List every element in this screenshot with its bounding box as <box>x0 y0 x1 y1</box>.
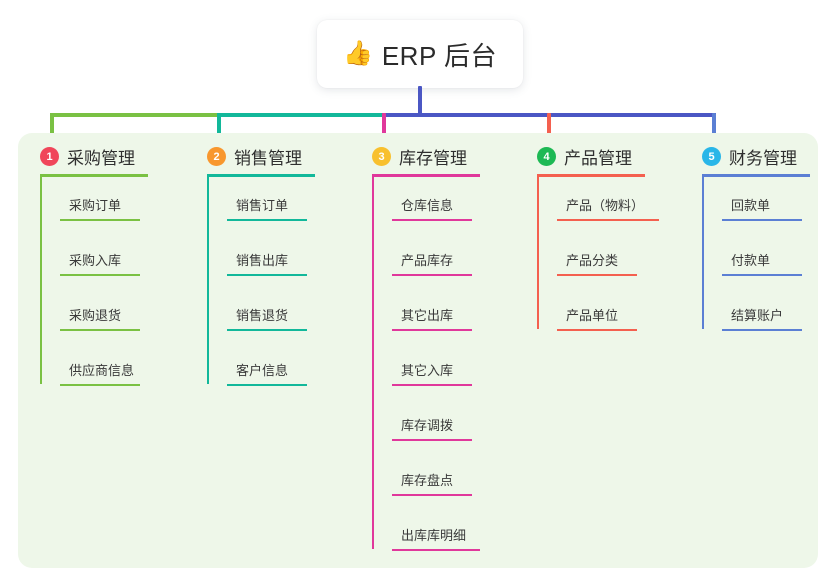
leaf-node-rule <box>392 384 472 386</box>
branch-spine <box>372 177 374 549</box>
root-node[interactable]: 👍 ERP 后台 <box>317 20 523 88</box>
leaf-node-rule <box>60 329 140 331</box>
leaf-node-rule <box>722 329 802 331</box>
leaf-node[interactable]: 产品（物料） <box>557 195 659 221</box>
leaf-node[interactable]: 采购入库 <box>60 250 140 276</box>
leaf-node-rule <box>60 274 140 276</box>
leaf-node-rule <box>722 274 802 276</box>
branch-header-rule <box>537 174 645 177</box>
branches-panel: 1 采购管理采购订单采购入库采购退货供应商信息 2 销售管理销售订单销售出库销售退货客… <box>18 133 818 568</box>
leaf-node[interactable]: 产品单位 <box>557 305 637 331</box>
leaf-node[interactable]: 销售退货 <box>227 305 307 331</box>
branch-header-5[interactable]: 5 财务管理 <box>702 144 797 169</box>
leaf-node[interactable]: 产品分类 <box>557 250 637 276</box>
leaf-node[interactable]: 供应商信息 <box>60 360 140 386</box>
leaf-node-label: 仓库信息 <box>401 198 454 213</box>
branch-title: 采购管理 <box>67 149 135 168</box>
branch-header-3[interactable]: 3 库存管理 <box>372 144 467 169</box>
branch-number-badge: 4 <box>537 147 556 166</box>
leaf-node[interactable]: 付款单 <box>722 250 802 276</box>
leaf-node-rule <box>227 219 307 221</box>
branch-header-rule <box>372 174 480 177</box>
branch-header-rule <box>40 174 148 177</box>
leaf-node-label: 产品（物料） <box>566 198 645 213</box>
leaf-node-rule <box>392 549 480 551</box>
leaf-node-rule <box>392 494 472 496</box>
branch-number-badge: 3 <box>372 147 391 166</box>
leaf-node-label: 产品库存 <box>401 253 454 268</box>
leaf-node-rule <box>227 384 307 386</box>
branch-header-4[interactable]: 4 产品管理 <box>537 144 632 169</box>
leaf-node[interactable]: 客户信息 <box>227 360 307 386</box>
leaf-node-rule <box>392 329 472 331</box>
branch-title: 产品管理 <box>564 149 632 168</box>
leaf-node-rule <box>557 329 637 331</box>
leaf-node[interactable]: 其它出库 <box>392 305 472 331</box>
leaf-node-rule <box>60 384 140 386</box>
leaf-node[interactable]: 出库库明细 <box>392 525 480 551</box>
leaf-node-label: 销售出库 <box>236 253 289 268</box>
leaf-node-label: 采购退货 <box>69 308 122 323</box>
branch-header-rule <box>702 174 810 177</box>
leaf-node-label: 销售退货 <box>236 308 289 323</box>
leaf-node-rule <box>392 219 472 221</box>
leaf-node-label: 供应商信息 <box>69 363 135 378</box>
leaf-node-rule <box>722 219 802 221</box>
leaf-node[interactable]: 产品库存 <box>392 250 472 276</box>
connector-segment-green <box>50 113 219 117</box>
branch-header-2[interactable]: 2 销售管理 <box>207 144 302 169</box>
leaf-node-label: 产品分类 <box>566 253 619 268</box>
leaf-node[interactable]: 库存调拨 <box>392 415 472 441</box>
leaf-node[interactable]: 销售订单 <box>227 195 307 221</box>
leaf-node-rule <box>557 219 659 221</box>
branch-spine <box>537 177 539 329</box>
leaf-node-label: 采购订单 <box>69 198 122 213</box>
branch-spine <box>702 177 704 329</box>
leaf-node[interactable]: 其它入库 <box>392 360 472 386</box>
branch-header-1[interactable]: 1 采购管理 <box>40 144 135 169</box>
leaf-node-label: 产品单位 <box>566 308 619 323</box>
leaf-node-rule <box>227 274 307 276</box>
leaf-node-label: 库存盘点 <box>401 473 454 488</box>
leaf-node[interactable]: 仓库信息 <box>392 195 472 221</box>
leaf-node-label: 结算账户 <box>731 308 784 323</box>
leaf-node-label: 其它出库 <box>401 308 454 323</box>
connector-segment-teal <box>217 113 384 117</box>
leaf-node-label: 销售订单 <box>236 198 289 213</box>
branch-number-badge: 1 <box>40 147 59 166</box>
leaf-node-rule <box>60 219 140 221</box>
root-node-title: ERP 后台 <box>381 40 498 71</box>
branch-header-rule <box>207 174 315 177</box>
leaf-node-rule <box>392 274 472 276</box>
leaf-node[interactable]: 采购退货 <box>60 305 140 331</box>
branch-spine <box>40 177 42 384</box>
leaf-node[interactable]: 采购订单 <box>60 195 140 221</box>
branch-title: 库存管理 <box>399 149 467 168</box>
branch-number-badge: 5 <box>702 147 721 166</box>
leaf-node-rule <box>227 329 307 331</box>
leaf-node[interactable]: 结算账户 <box>722 305 802 331</box>
leaf-node-label: 客户信息 <box>236 363 289 378</box>
leaf-node-label: 其它入库 <box>401 363 454 378</box>
leaf-node-rule <box>557 274 637 276</box>
leaf-node-label: 付款单 <box>731 253 771 268</box>
thumbs-up-icon: 👍 <box>342 40 373 67</box>
branch-title: 财务管理 <box>729 149 797 168</box>
root-stem-line <box>418 86 422 117</box>
leaf-node[interactable]: 回款单 <box>722 195 802 221</box>
leaf-node-label: 回款单 <box>731 198 771 213</box>
branch-spine <box>207 177 209 384</box>
leaf-node-rule <box>392 439 472 441</box>
branch-number-badge: 2 <box>207 147 226 166</box>
leaf-node[interactable]: 销售出库 <box>227 250 307 276</box>
leaf-node-label: 库存调拨 <box>401 418 454 433</box>
branch-title: 销售管理 <box>234 149 302 168</box>
leaf-node-label: 出库库明细 <box>401 528 467 543</box>
leaf-node-label: 采购入库 <box>69 253 122 268</box>
leaf-node[interactable]: 库存盘点 <box>392 470 472 496</box>
